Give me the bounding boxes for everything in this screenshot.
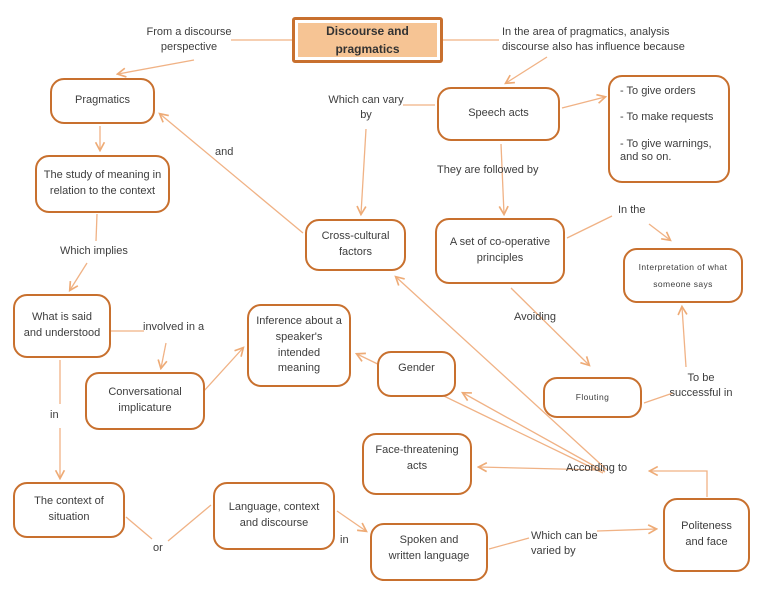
label-involved-in-a: involved in a: [143, 321, 205, 333]
connector: [70, 262, 88, 290]
node-spoken-written: Spoken and written language: [370, 523, 488, 581]
label-in-the: In the: [618, 204, 646, 216]
node-title-text: Discourse and pragmatics: [298, 23, 437, 57]
node-language-context-discourse: Language, context and discourse: [213, 482, 335, 550]
connector: [510, 287, 589, 365]
node-pragmatics: Pragmatics: [50, 78, 155, 124]
connector: [682, 307, 686, 368]
node-cross-cultural: Cross-cultural factors: [305, 219, 406, 271]
label-avoiding: Avoiding: [514, 311, 556, 323]
connector: [566, 215, 613, 239]
node-speech-acts: Speech acts: [437, 87, 560, 141]
connector: [361, 128, 367, 214]
connector: [396, 277, 608, 471]
label-and: and: [215, 146, 234, 158]
connector: [488, 537, 530, 550]
label-according-to: According to: [566, 462, 628, 474]
label-which-can-vary: Which can vary by: [328, 94, 404, 122]
connector: [118, 59, 195, 74]
connector: [650, 471, 708, 497]
node-politeness-face: Politeness and face: [663, 498, 750, 572]
node-speech-act-examples: - To give orders - To make requests - To…: [608, 75, 730, 183]
node-study-of-meaning: The study of meaning in relation to the …: [35, 155, 170, 213]
connector: [125, 516, 153, 540]
label-followed-by: They are followed by: [437, 164, 539, 176]
node-face-threatening: Face-threatening acts: [362, 433, 472, 495]
label-from-discourse: From a discourse perspective: [146, 26, 232, 54]
connector: [167, 504, 212, 542]
connector: [160, 114, 304, 234]
label-in-mid: in: [340, 534, 349, 546]
node-flouting: Flouting: [543, 377, 642, 418]
node-interpretation: Interpretation of what someone says: [623, 248, 743, 303]
node-conversational-implicature: Conversational implicature: [85, 372, 205, 430]
label-which-implies: Which implies: [60, 245, 128, 257]
connector: [506, 56, 548, 83]
connector: [561, 97, 605, 109]
connector: [202, 348, 243, 393]
connector: [643, 392, 674, 404]
node-what-is-said: What is said and understood: [13, 294, 111, 358]
node-gender: Gender: [377, 351, 456, 397]
connector: [95, 213, 98, 242]
connector: [336, 510, 366, 531]
label-in-left: in: [50, 409, 59, 421]
connector: [501, 143, 504, 214]
connector: [596, 529, 656, 531]
connector: [463, 393, 606, 473]
label-which-can-be-varied: Which can be varied by: [531, 530, 598, 558]
label-influence: In the area of pragmatics, analysis disc…: [502, 26, 685, 54]
node-context-of-situation: The context of situation: [13, 482, 125, 538]
node-inference: Inference about a speaker's intended mea…: [247, 304, 351, 387]
label-or: or: [153, 542, 163, 554]
node-cooperative-principles: A set of co-operative principles: [435, 218, 565, 284]
connector: [161, 342, 166, 368]
label-to-be-successful: To be successful in: [669, 372, 733, 400]
connector: [648, 223, 670, 240]
connector: [479, 467, 602, 470]
node-title: Discourse and pragmatics: [292, 17, 443, 63]
